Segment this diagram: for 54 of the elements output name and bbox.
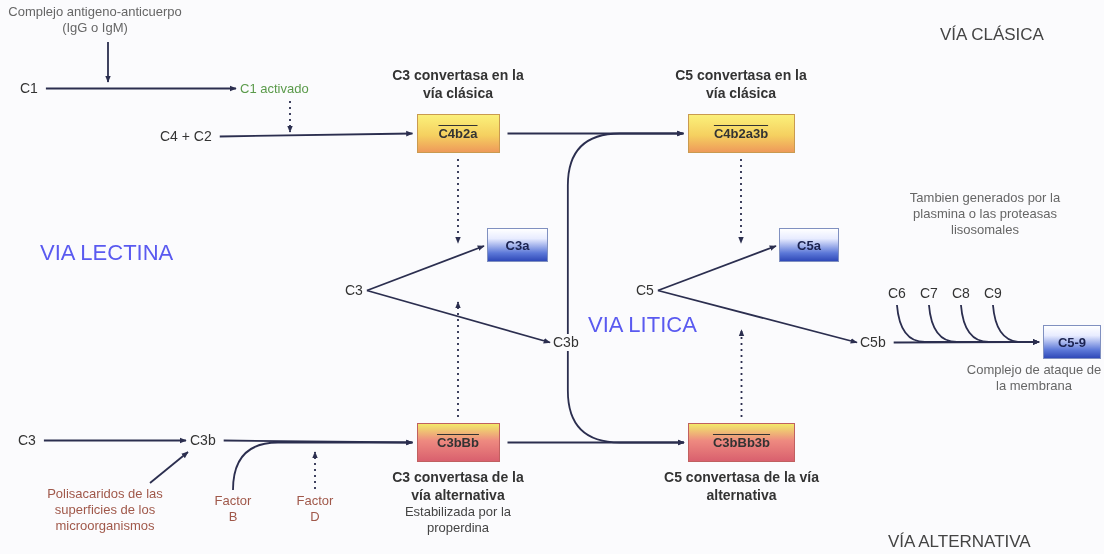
- box-heading: C3 convertasa de la vía alternativa: [391, 468, 525, 504]
- dotted-arrow: [738, 329, 745, 418]
- arrow: [566, 130, 685, 335]
- complex-box: C4b2a3b: [687, 114, 795, 153]
- arrow: [43, 437, 187, 444]
- complex-box: C3bBb: [416, 423, 500, 462]
- box-note: Estabilizada por la properdina: [403, 504, 513, 536]
- box-caption: Complejo de ataque de la membrana: [965, 362, 1103, 394]
- component-label: C3b: [190, 432, 216, 449]
- component-label: C4 + C2: [160, 128, 212, 145]
- component-label: C1 activado: [240, 80, 309, 97]
- dotted-arrow: [455, 158, 461, 244]
- arrow: [657, 245, 777, 292]
- component-label: C5b: [860, 334, 886, 351]
- arrow: [506, 439, 685, 446]
- component-label: C8: [952, 285, 970, 302]
- fragment-box: C5-9: [1043, 325, 1101, 359]
- annotation-text: Complejo antigeno-anticuerpo (IgG o IgM): [0, 4, 190, 36]
- box-heading: C3 convertasa en la vía clásica: [391, 66, 525, 102]
- pathway-title: VÍA ALTERNATIVA: [888, 532, 1031, 552]
- dotted-arrow: [287, 100, 293, 133]
- arrow: [149, 451, 189, 484]
- fragment-box: C5a: [779, 228, 839, 262]
- complex-box: C4b2a: [416, 114, 500, 153]
- pathway-title: VIA LITICA: [588, 312, 697, 338]
- pathway-title: VÍA CLÁSICA: [940, 25, 1044, 45]
- fragment-box: C3a: [487, 228, 548, 262]
- component-label: C7: [920, 285, 938, 302]
- annotation-text: Tambien generados por la plasmina o las proteasas lisosomales: [900, 190, 1070, 238]
- arrow: [45, 85, 237, 92]
- complex-box: C3bBb3b: [688, 423, 795, 462]
- annotation-text: Factor B: [210, 493, 256, 525]
- dotted-arrow: [312, 451, 318, 490]
- annotation-text: Factor D: [292, 493, 338, 525]
- component-label: C3: [18, 432, 36, 449]
- dotted-arrow: [738, 158, 744, 244]
- component-label: C3: [345, 282, 363, 299]
- component-label: C1: [20, 80, 38, 97]
- component-label: C6: [888, 285, 906, 302]
- pathway-title: VIA LECTINA: [40, 240, 174, 266]
- component-label: C3b: [553, 334, 579, 351]
- arrow: [218, 130, 414, 138]
- box-heading: C5 convertasa en la vía clásica: [674, 66, 808, 102]
- dotted-arrow: [455, 301, 461, 418]
- arrow: [657, 289, 858, 344]
- arrow: [232, 439, 414, 491]
- arrow: [366, 289, 551, 344]
- arrow: [105, 41, 111, 83]
- component-label: C5: [636, 282, 654, 299]
- arrow: [992, 304, 1040, 345]
- component-label: C9: [984, 285, 1002, 302]
- arrow: [366, 245, 485, 292]
- annotation-text: Polisacaridos de las superficies de los microorganismos: [20, 486, 190, 534]
- box-heading: C5 convertasa de la vía alternativa: [664, 468, 819, 504]
